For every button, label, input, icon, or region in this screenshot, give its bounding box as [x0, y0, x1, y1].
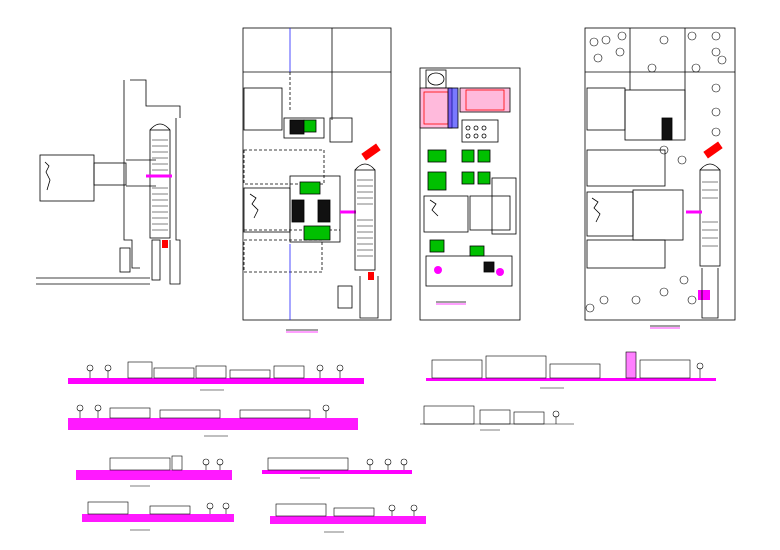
parking-stalls: [152, 139, 168, 231]
tree-symbols: [585, 31, 727, 313]
section-d: [270, 503, 426, 533]
roof-and-trees-plan: [584, 27, 736, 329]
section-a: [76, 455, 232, 487]
ground-floor-plan: [242, 27, 392, 333]
elevation-left: [420, 405, 574, 431]
section-c: [82, 501, 234, 531]
section-b: [262, 457, 412, 479]
elevation-rear: [68, 404, 358, 437]
landscape-plan: [419, 67, 521, 321]
site-plan-key: [36, 79, 181, 285]
elevation-right: [426, 351, 716, 389]
elevation-front: [68, 361, 364, 391]
